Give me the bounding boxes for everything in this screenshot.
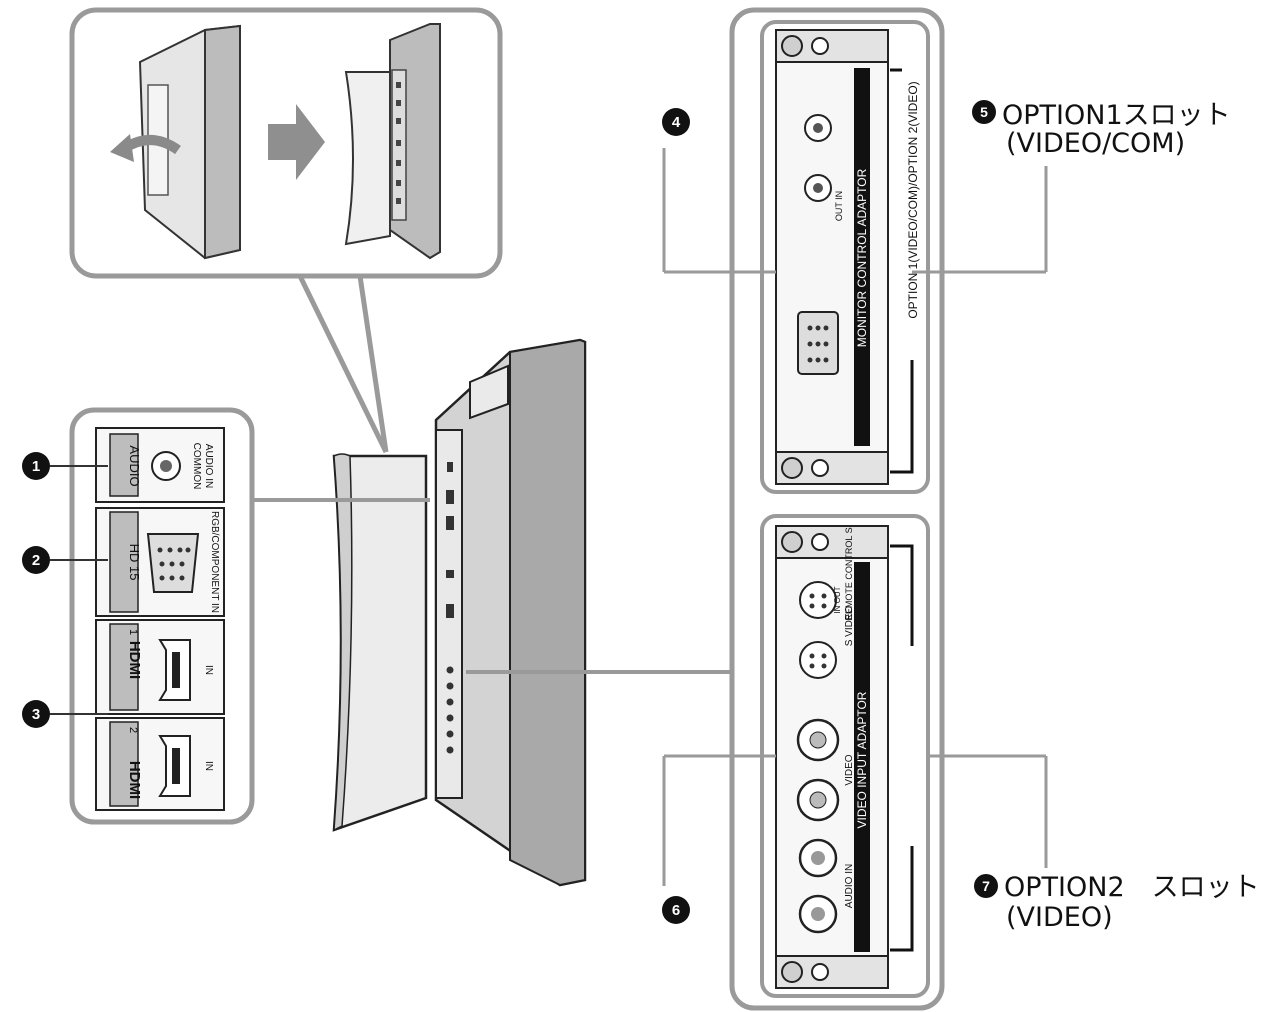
open-arrow-icon	[110, 134, 181, 162]
hdmi-logo-2: HDMI	[126, 761, 143, 799]
remote-control-label: REMOTE CONTROL S	[844, 527, 854, 620]
remote-in-port	[799, 581, 837, 619]
s-video-label: S VIDEO	[844, 606, 855, 647]
audio-in-label: AUDIO IN	[844, 864, 855, 908]
option2-slot-subtitle: (VIDEO)	[1006, 902, 1113, 933]
option1-slot-subtitle: (VIDEO/COM)	[1006, 128, 1185, 159]
callout-5: 5	[972, 100, 996, 124]
out-in-label: OUT IN	[834, 191, 844, 221]
svg-text:3: 3	[32, 706, 40, 723]
hdmi2-in-label: IN	[203, 761, 214, 771]
audio-in-label: AUDIO IN	[203, 444, 214, 488]
callout-3: 3	[22, 700, 50, 728]
rgb-component-in-label: RGB/COMPONENT IN	[209, 511, 220, 613]
option-slot-label: OPTION 1(VIDEO/COM)/OPTION 2(VIDEO)	[906, 81, 920, 318]
monitor-open-illustration	[344, 23, 441, 260]
right-arrow-icon	[268, 104, 325, 180]
option-slots-panel: MONITOR CONTROL ADAPTOR OUT IN OPTION 1(…	[466, 7, 1048, 1011]
audio-label: AUDIO	[127, 445, 142, 486]
hdmi1-in-label: IN	[203, 665, 214, 675]
svg-text:5: 5	[980, 104, 988, 120]
callout-4: 4	[662, 108, 690, 136]
video-label: VIDEO	[844, 754, 855, 785]
callout-7: 7	[974, 874, 998, 898]
svg-text:7: 7	[982, 878, 990, 894]
hdmi-logo-1: HDMI	[126, 641, 143, 679]
remote-in-out-label: IN OUT	[833, 586, 842, 613]
option1-slot-title: OPTION1スロット	[1002, 100, 1231, 131]
hdmi2-number: 2	[127, 727, 139, 733]
callout-6: 6	[662, 896, 690, 924]
s-video-port	[799, 641, 837, 679]
svg-text:6: 6	[672, 902, 680, 919]
callout-2: 2	[22, 546, 50, 574]
monitor-closed-illustration	[138, 24, 241, 260]
hdmi1-number: 1	[127, 629, 139, 635]
cover-inset	[69, 7, 503, 454]
svg-text:1: 1	[32, 458, 40, 475]
svg-text:2: 2	[32, 552, 40, 569]
hd15-label: HD 15	[127, 544, 142, 581]
video-input-adaptor-label: VIDEO INPUT ADAPTOR	[855, 691, 869, 828]
option2-slot-title: OPTION2 スロット	[1004, 872, 1260, 903]
common-label: COMMON	[191, 443, 202, 490]
callout-1: 1	[22, 452, 50, 480]
left-terminal-panel: AUDIO COMMON AUDIO IN HD 15 RGB/COMPONEN…	[50, 407, 430, 825]
monitor-main-illustration	[332, 338, 587, 887]
monitor-control-adaptor-label: MONITOR CONTROL ADAPTOR	[855, 168, 869, 347]
svg-text:4: 4	[672, 114, 681, 131]
